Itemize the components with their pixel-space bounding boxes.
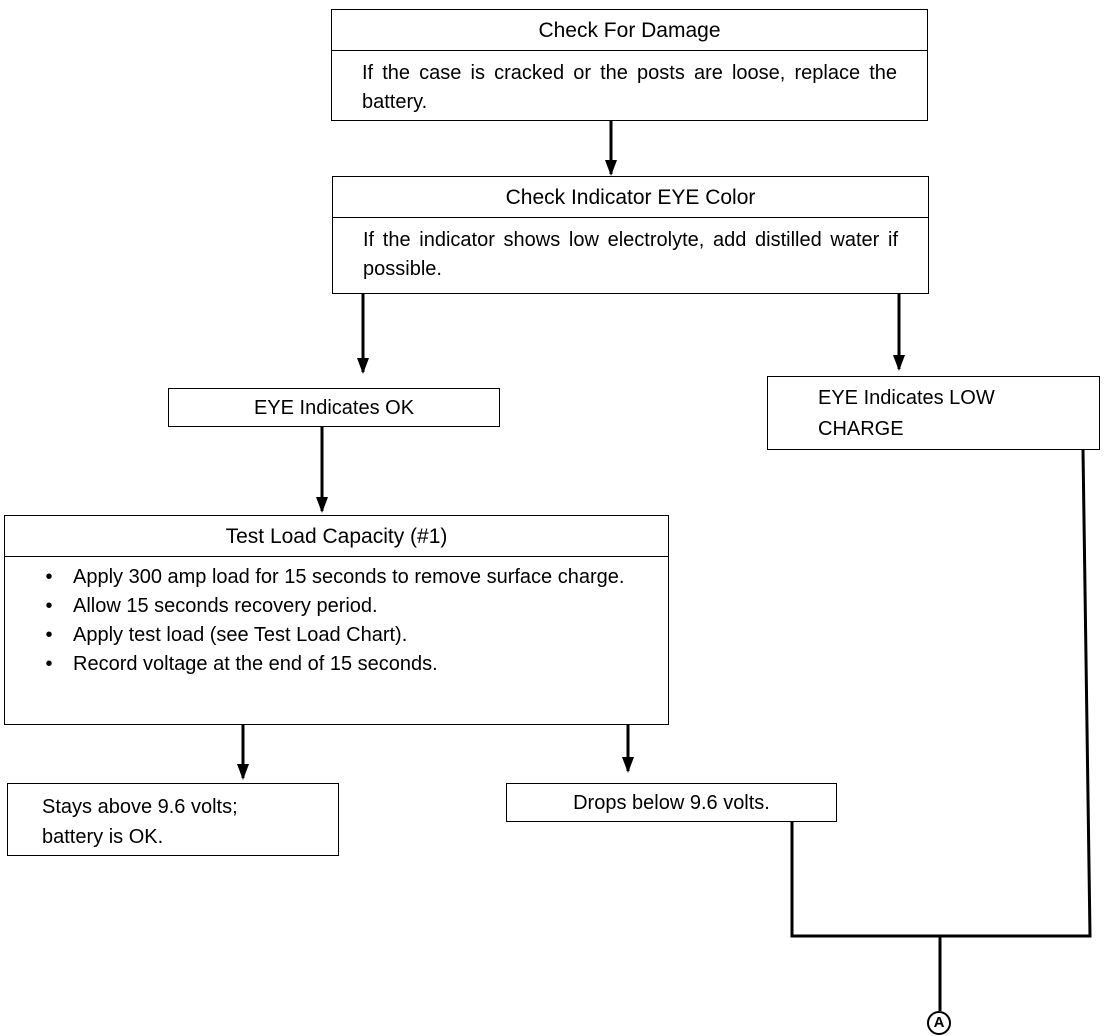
test-load-title: Test Load Capacity (#1) <box>5 516 668 557</box>
stays-above-line-1: Stays above 9.6 volts; <box>42 796 238 818</box>
check-damage-title: Check For Damage <box>332 10 927 51</box>
check-eye-text: If the indicator shows low electrolyte, … <box>363 229 898 280</box>
test-load-step: • Allow 15 seconds recovery period. <box>39 592 638 621</box>
check-eye-title: Check Indicator EYE Color <box>333 177 928 218</box>
check-damage-text: If the case is cracked or the posts are … <box>362 62 897 113</box>
stays-above-line-2: battery is OK. <box>42 826 164 848</box>
check-damage-box: Check For Damage If the case is cracked … <box>331 9 928 121</box>
line-drops-to-merge <box>790 449 1092 938</box>
eye-low-box: EYE Indicates LOW CHARGE <box>767 376 1100 450</box>
eye-low-line-2: CHARGE <box>818 418 904 440</box>
bullet-icon: • <box>45 624 53 646</box>
test-load-box: Test Load Capacity (#1) • Apply 300 amp … <box>4 515 669 725</box>
eye-ok-text: EYE Indicates OK <box>253 396 415 419</box>
test-load-step: • Record voltage at the end of 15 second… <box>39 650 638 679</box>
check-eye-box: Check Indicator EYE Color If the indicat… <box>332 176 929 294</box>
bullet-icon: • <box>45 653 53 675</box>
drops-below-text: Drops below 9.6 volts. <box>573 791 770 814</box>
drops-below-box: Drops below 9.6 volts. <box>506 783 837 822</box>
bullet-icon: • <box>45 595 53 617</box>
test-load-step: • Apply 300 amp load for 15 seconds to r… <box>39 563 638 592</box>
test-load-steps: • Apply 300 amp load for 15 seconds to r… <box>39 563 638 679</box>
test-load-step: • Apply test load (see Test Load Chart). <box>39 621 638 650</box>
connector-a-icon: A <box>927 1011 951 1035</box>
stays-above-box: Stays above 9.6 volts; battery is OK. <box>7 783 339 856</box>
eye-low-line-1: EYE Indicates LOW <box>818 387 995 409</box>
bullet-icon: • <box>45 566 53 588</box>
eye-ok-box: EYE Indicates OK <box>168 388 500 427</box>
